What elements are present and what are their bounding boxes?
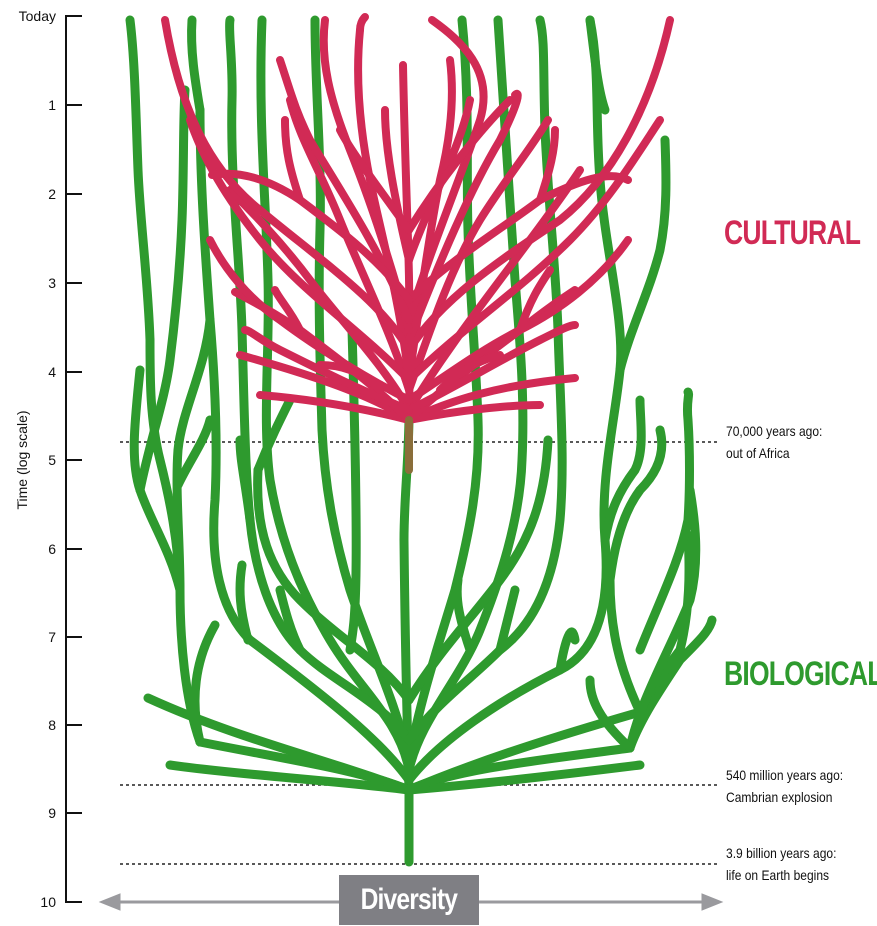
tick-label-3: 3 bbox=[0, 275, 56, 291]
tick-label-4: 4 bbox=[0, 364, 56, 380]
tick-label-1: 1 bbox=[0, 97, 56, 113]
event-note-line1: 70,000 years ago: bbox=[726, 420, 822, 442]
tick-label-2: 2 bbox=[0, 186, 56, 202]
tick-label-today: Today bbox=[0, 8, 56, 24]
tick-label-8: 8 bbox=[0, 717, 56, 733]
event-note-out-of-africa: 70,000 years ago: out of Africa bbox=[726, 420, 822, 464]
tick-label-6: 6 bbox=[0, 541, 56, 557]
axis-title: Time (log scale) bbox=[14, 410, 30, 509]
event-note-line1: 3.9 billion years ago: bbox=[726, 842, 836, 864]
event-note-line1: 540 million years ago: bbox=[726, 764, 843, 786]
tick-label-9: 9 bbox=[0, 805, 56, 821]
event-note-line2: life on Earth begins bbox=[726, 864, 836, 886]
diversity-label: Diversity bbox=[361, 883, 458, 917]
cultural-label: CULTURAL bbox=[724, 214, 860, 253]
event-note-life-begins: 3.9 billion years ago: life on Earth beg… bbox=[726, 842, 836, 886]
axis-ticks bbox=[66, 16, 82, 902]
tick-label-7: 7 bbox=[0, 629, 56, 645]
diversity-label-box: Diversity bbox=[339, 875, 479, 925]
biological-label: BIOLOGICAL bbox=[724, 655, 877, 694]
event-note-line2: out of Africa bbox=[726, 442, 822, 464]
event-note-line2: Cambrian explosion bbox=[726, 786, 843, 808]
tick-label-10: 10 bbox=[0, 894, 56, 910]
event-note-cambrian: 540 million years ago: Cambrian explosio… bbox=[726, 764, 843, 808]
